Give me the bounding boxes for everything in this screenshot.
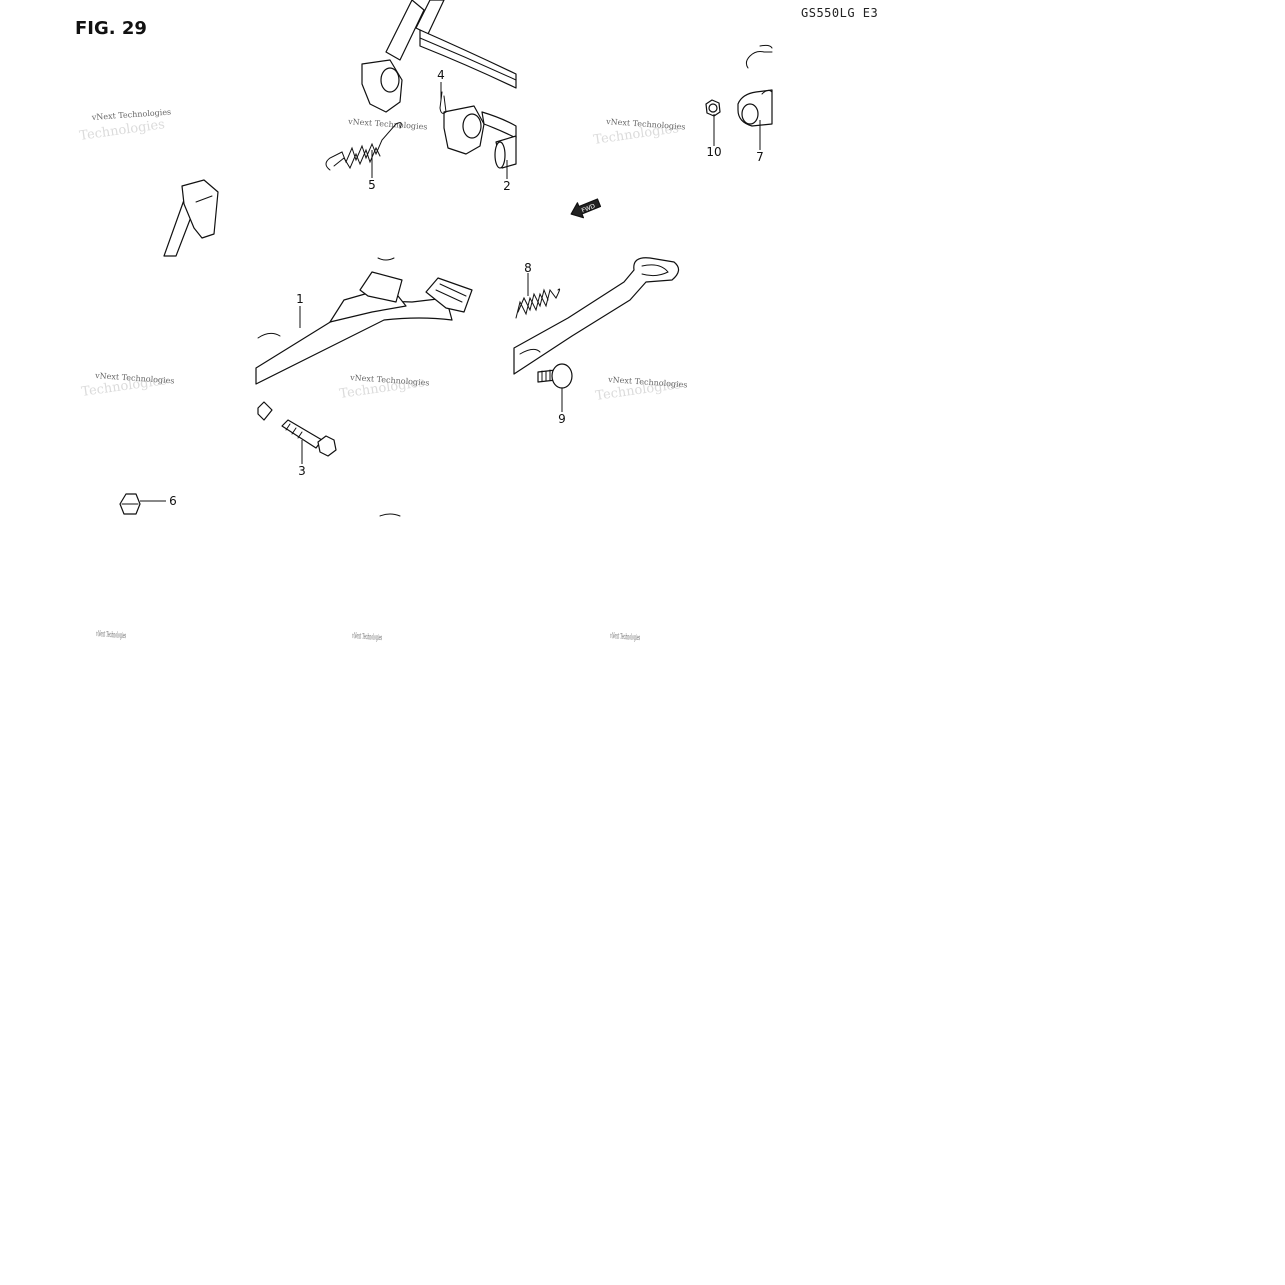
cap-nut [119,493,141,515]
bushing [257,401,273,421]
callout-labels: 1 2 3 4 5 6 7 8 9 10 [169,68,764,508]
callout-9: 9 [558,412,566,426]
watermark: vNext Technologies [351,631,382,642]
cotter-pin [439,91,447,114]
side-stand-spring [515,288,561,319]
watermark: vNext Technologies [609,631,640,642]
callout-1: 1 [296,292,304,306]
leader-lines [140,82,761,502]
figure-title: FIG. 29 [75,18,147,39]
side-stand [513,257,680,375]
model-code: GS550LG E3 [801,6,879,20]
fwd-label: FWD [581,203,597,215]
callout-2: 2 [503,179,511,193]
fragment-arc [379,513,401,517]
watermark: vNext Technologies [95,629,126,640]
callout-3: 3 [298,464,306,478]
callout-5: 5 [368,178,376,192]
pivot-bolt [281,419,337,457]
nut [705,99,721,117]
watermark: vNext Technologies [347,117,428,132]
callout-10: 10 [706,145,721,159]
stand-leg [163,179,219,257]
bolt [537,363,573,389]
side-stand-bracket [737,44,773,127]
callout-6: 6 [169,494,177,508]
pivot-shaft [494,135,517,169]
return-spring [325,122,402,171]
watermark-group: vNext Technologies Technologies vNext Te… [78,107,687,642]
callout-7: 7 [756,150,764,164]
fwd-arrow: FWD [570,198,602,219]
center-stand-lever [255,257,473,385]
center-stand-frame [361,0,517,155]
callout-4: 4 [437,68,445,82]
callout-8: 8 [524,261,532,275]
